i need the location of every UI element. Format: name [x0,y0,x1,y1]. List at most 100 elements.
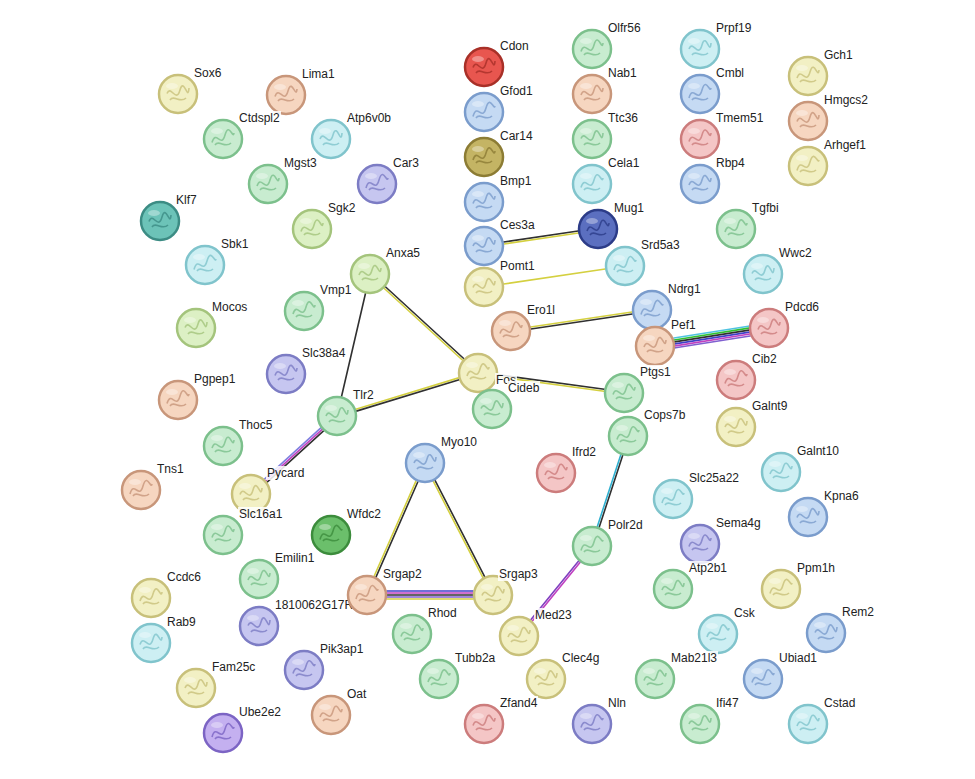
protein-node: Cideb [472,378,542,429]
protein-label: Pef1 [670,318,697,332]
protein-circle [464,92,504,132]
protein-circle [788,56,828,96]
protein-label: Tlr2 [352,388,375,402]
protein-circle [761,452,801,492]
protein-node: Wfdc2 [311,504,384,555]
protein-label: Atp6v0b [346,111,392,125]
protein-label: Ctdspl2 [238,111,281,125]
protein-node: Anxa5 [350,243,423,294]
protein-label: Car14 [499,129,534,143]
protein-circle [698,614,738,654]
protein-label: Hmgcs2 [823,93,869,107]
protein-node: Ero1l [491,300,558,351]
protein-circle [578,209,618,249]
protein-circle [311,515,351,555]
protein-label: Gfod1 [499,84,534,98]
protein-circle [788,497,828,537]
protein-circle [604,373,644,413]
protein-label: Rbp4 [715,156,746,170]
protein-circle [464,226,504,266]
protein-circle [788,704,828,744]
protein-label: Prpf19 [715,21,752,35]
protein-label: Mug1 [613,201,645,215]
protein-circle [464,47,504,87]
protein-node: Mug1 [578,198,647,249]
protein-label: Emilin1 [274,551,315,565]
protein-label: Ifrd2 [571,445,597,459]
protein-circle [176,668,216,708]
protein-node: Vmp1 [284,280,354,331]
protein-label: Pgpep1 [193,372,236,386]
protein-node: Polr2d [572,515,646,566]
protein-circle [317,396,357,436]
protein-node: Slc16a1 [203,504,285,555]
protein-node: Pomt1 [464,256,538,307]
protein-node: Tubb2a [419,648,498,699]
protein-node: Thoc5 [203,415,275,466]
protein-circle [239,559,279,599]
protein-node: Pik3ap1 [284,639,366,690]
protein-node: Cela1 [572,153,642,204]
protein-label: Cops7b [643,408,686,422]
protein-label: Tgfbi [751,201,780,215]
protein-circle [131,623,171,663]
protein-circle [608,416,648,456]
protein-label: Sbk1 [220,237,249,251]
protein-circle [158,380,198,420]
protein-label: Nln [607,696,627,710]
protein-circle [284,650,324,690]
protein-node: Srgap3 [473,564,541,615]
protein-circle [680,704,720,744]
interaction-edge [384,287,464,360]
protein-circle [572,164,612,204]
protein-label: Gch1 [823,48,854,62]
protein-node: Oat [311,684,369,735]
protein-label: Rhod [427,606,458,620]
protein-label: Wfdc2 [346,507,382,521]
protein-circle [536,453,576,493]
protein-circle [761,569,801,609]
protein-label: Mab21l3 [670,651,718,665]
protein-node: Ifi47 [680,693,742,744]
protein-circle [464,267,504,307]
protein-node: Tgfbi [716,198,782,249]
protein-label: Galnt10 [796,444,840,458]
protein-label: Galnt9 [751,399,788,413]
protein-node: Rbp4 [680,153,748,204]
protein-label: Rab9 [166,615,197,629]
protein-circle [266,354,306,394]
protein-node: Slc25a22 [653,468,742,519]
protein-circle [716,407,756,447]
interaction-edge [387,591,473,599]
protein-circle [472,389,512,429]
protein-node: Gch1 [788,45,856,96]
protein-label: Mgst3 [283,156,318,170]
protein-label: Rem2 [841,605,875,619]
interaction-edge [374,481,418,577]
protein-label: Mocos [211,300,248,314]
protein-circle [743,659,783,699]
protein-node: Cops7b [608,405,688,456]
protein-node: Pgpep1 [158,369,238,420]
protein-node: Kpna6 [788,486,862,537]
protein-label: Ptgs1 [639,365,672,379]
protein-node: Sox6 [158,63,224,114]
protein-label: Wwc2 [778,246,813,260]
protein-label: Bmp1 [499,174,532,188]
protein-circle [788,101,828,141]
protein-circle [743,254,783,294]
protein-node: Ifrd2 [536,442,599,493]
protein-node: Klf7 [140,190,200,241]
protein-circle [266,75,306,115]
protein-circle [680,524,720,564]
protein-label: Arhgef1 [823,138,867,152]
protein-circle [680,74,720,114]
protein-node: Olfr56 [572,18,644,69]
protein-node: Med23 [499,605,575,656]
protein-node: Clec4g [526,648,602,699]
protein-circle [419,659,459,699]
interaction-edge [597,455,622,528]
protein-label: Sgk2 [327,201,356,215]
protein-label: Ifi47 [715,696,740,710]
